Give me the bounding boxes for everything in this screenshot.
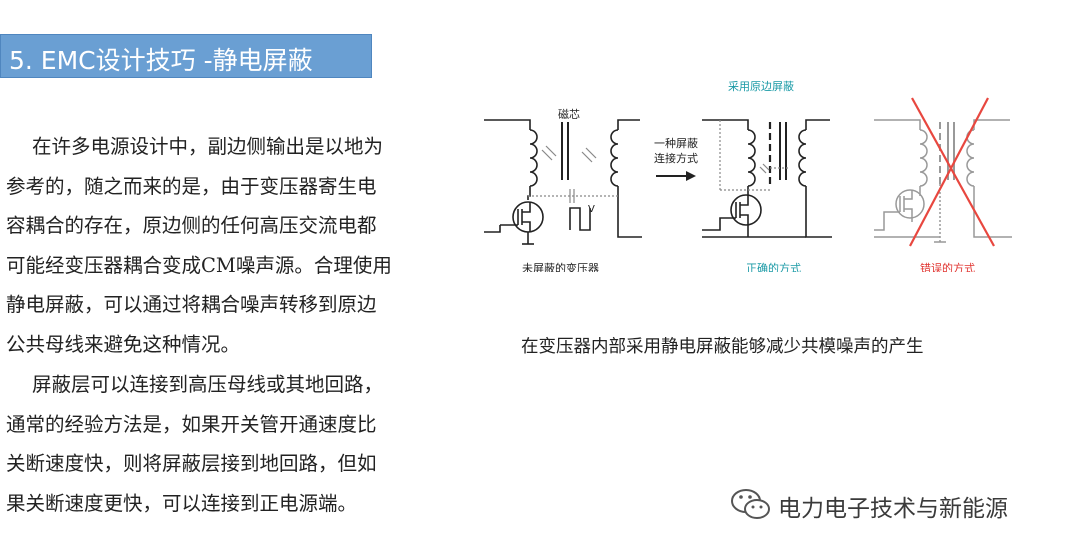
page-title: 5. EMC设计技巧 -静电屏蔽 (9, 46, 313, 75)
arrow-label-1: 一种屏蔽 (654, 136, 698, 150)
paragraph-line: 容耦合的存在，原边侧的任何高压交流电都 (6, 214, 377, 238)
paragraph-line: 通常的经验方法是，如果开关管开通速度比 (6, 412, 377, 436)
paragraph-line: 屏蔽层可以连接到高压母线或其地回路， (32, 373, 384, 396)
panel-wrong (874, 119, 1012, 243)
title-bar: 5. EMC设计技巧 -静电屏蔽 (0, 34, 372, 78)
label-correct: 正确的方式 (746, 261, 801, 272)
wechat-icon (731, 489, 770, 519)
paragraph-line: 静电屏蔽，可以通过将耦合噪声转移到原边 (6, 293, 377, 317)
paragraph-line: 可能经变压器耦合变成CM噪声源。合理使用 (6, 253, 392, 277)
core-label: 磁芯 (558, 107, 580, 121)
paragraph-line: 关断速度快，则将屏蔽层接到地回路，但如 (6, 452, 377, 476)
label-wrong: 错误的方式 (920, 261, 975, 272)
right-arrow-icon (656, 171, 696, 181)
cross-mark-icon (909, 97, 995, 247)
paragraph-line: 在许多电源设计中，副边侧输出是以地为 (32, 135, 384, 158)
panel-unshielded (484, 119, 642, 245)
figure-caption: 在变压器内部采用静电屏蔽能够减少共模噪声的产生 (521, 337, 924, 357)
label-unshielded: 未屏蔽的变压器 (522, 261, 599, 272)
paragraph-1: 在许多电源设计中，副边侧输出是以地为参考的，随之而来的是，由于变压器寄生电容耦合… (6, 127, 446, 365)
voltage-label: V (588, 204, 595, 215)
paragraph-line: 公共母线来避免这种情况。 (6, 332, 241, 356)
arrow-label-2: 连接方式 (654, 151, 698, 165)
shielding-diagram: 磁芯 V 未屏蔽的变压器 一种屏蔽 连接方式 采用原边屏蔽 正确的方式 (484, 80, 1012, 272)
panel-correct (702, 119, 832, 238)
paragraph-2: 屏蔽层可以连接到高压母线或其地回路， 通常的经验方法是，如果开关管开通速度比关断速… (6, 365, 446, 523)
secondary-coil (610, 129, 619, 187)
watermark-text: 电力电子技术与新能源 (778, 496, 1008, 522)
square-wave (569, 207, 591, 231)
paragraph-line: 参考的，随之而来的是，由于变压器寄生电 (6, 174, 377, 198)
top-label: 采用原边屏蔽 (728, 80, 794, 93)
paragraph-line: 果关断速度更快，可以连接到正电源端。 (6, 491, 358, 515)
primary-coil (529, 129, 538, 187)
